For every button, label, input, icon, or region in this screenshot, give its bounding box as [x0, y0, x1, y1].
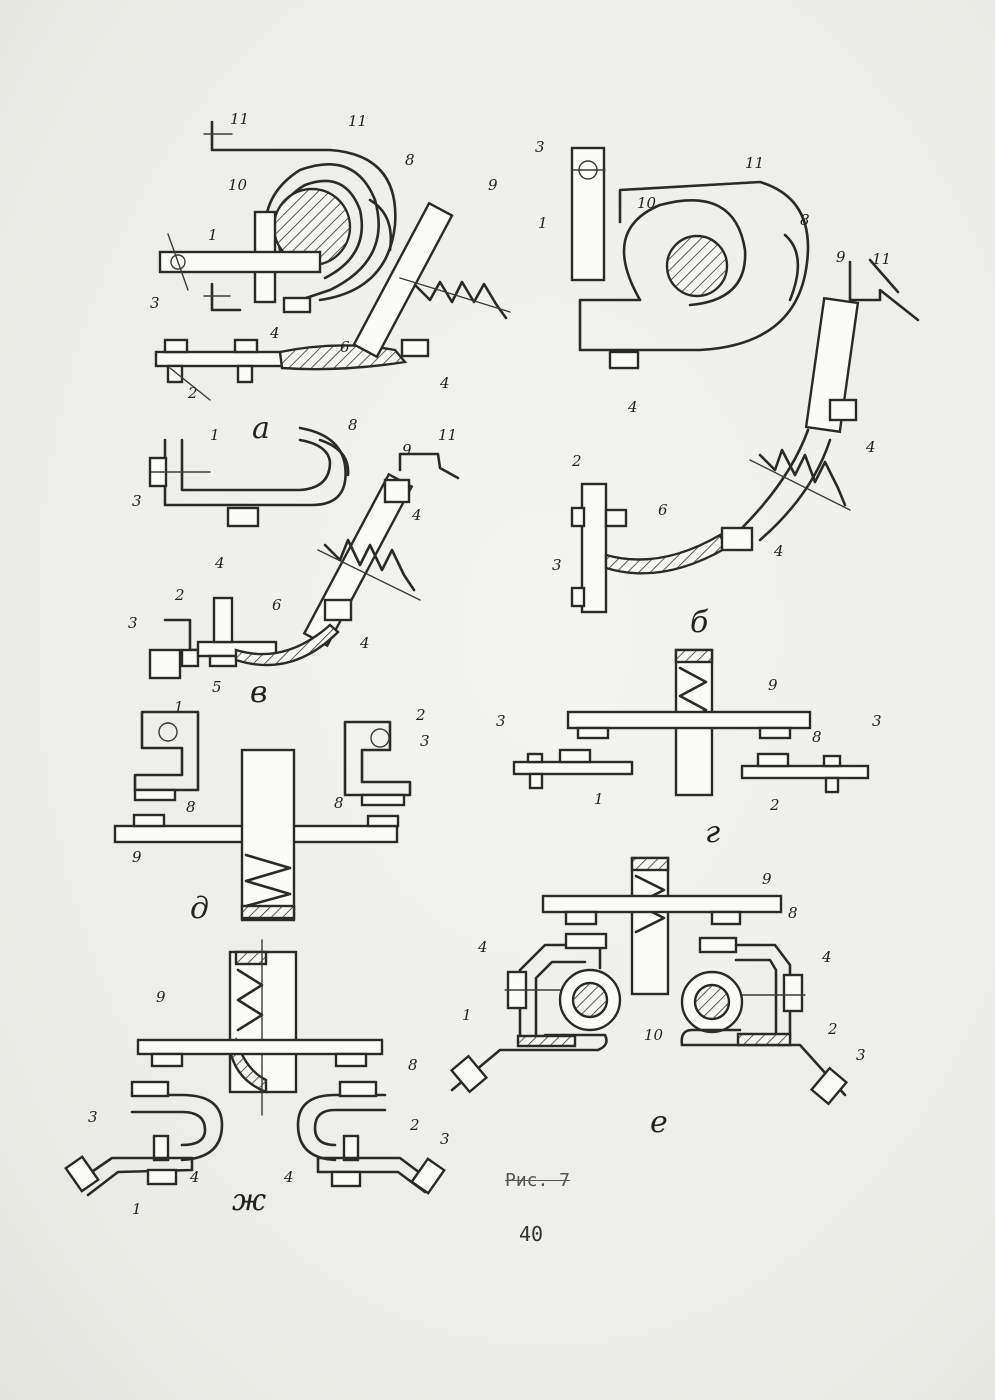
label-10: 10 [228, 176, 248, 194]
label-11b: 11 [348, 112, 367, 130]
panel-letter-d: д [190, 891, 209, 926]
label-3: 3 [150, 294, 160, 312]
label-8: 8 [800, 211, 810, 229]
panel-g [512, 648, 870, 797]
panel-a [154, 120, 511, 401]
label-3: 3 [420, 732, 430, 750]
label-4b: 4 [439, 374, 450, 392]
label-5: 5 [212, 678, 222, 696]
label-3: 3 [856, 1046, 866, 1064]
label-3: 3 [496, 712, 506, 730]
figure-caption: Рис. 7 [505, 1170, 571, 1191]
label-8: 8 [788, 904, 798, 922]
label-11b: 11 [872, 250, 891, 268]
label-2: 2 [827, 1020, 838, 1038]
label-10: 10 [644, 1026, 664, 1044]
panel-d [113, 710, 412, 922]
label-4: 4 [269, 324, 280, 342]
label-3b: 3 [128, 614, 138, 632]
label-3b: 3 [440, 1130, 450, 1148]
label-2: 2 [769, 796, 780, 814]
label-6: 6 [340, 338, 350, 356]
panel-letter-g: г [705, 815, 720, 850]
label-6: 6 [272, 596, 282, 614]
label-1: 1 [210, 426, 220, 444]
panel-letter-a: а [252, 411, 270, 446]
label-11: 11 [438, 426, 457, 444]
label-8: 8 [408, 1056, 418, 1074]
label-4b: 4 [283, 1168, 294, 1186]
label-4c: 4 [359, 634, 370, 652]
label-8: 8 [405, 151, 415, 169]
label-4b: 4 [865, 438, 876, 456]
panel-letter-e: е [650, 1105, 668, 1140]
label-1: 1 [132, 1200, 142, 1218]
page-number: 40 [519, 1222, 544, 1246]
label-3b: 3 [552, 556, 562, 574]
label-1: 1 [208, 226, 218, 244]
label-2: 2 [571, 452, 582, 470]
label-9: 9 [836, 248, 846, 266]
label-4: 4 [411, 506, 422, 524]
label-1: 1 [538, 214, 548, 232]
label-1: 1 [462, 1006, 472, 1024]
label-10: 10 [637, 194, 657, 212]
label-6: 6 [658, 501, 668, 519]
label-8: 8 [186, 798, 196, 816]
label-2: 2 [409, 1116, 420, 1134]
label-9: 9 [762, 870, 772, 888]
panel-letter-zh: ж [232, 1183, 266, 1218]
panel-letter-b: б [690, 605, 709, 640]
label-3: 3 [535, 138, 545, 156]
label-4: 4 [627, 398, 638, 416]
panel-b [570, 146, 920, 614]
label-8b: 8 [334, 794, 344, 812]
label-1: 1 [594, 790, 604, 808]
panel-e [449, 856, 849, 1106]
label-9: 9 [132, 848, 142, 866]
label-9: 9 [768, 676, 778, 694]
label-2: 2 [187, 384, 198, 402]
label-3: 3 [88, 1108, 98, 1126]
label-8: 8 [812, 728, 822, 746]
label-9: 9 [402, 441, 412, 459]
panel-v [148, 426, 460, 680]
label-2: 2 [415, 706, 426, 724]
label-4: 4 [477, 938, 488, 956]
label-4c: 4 [773, 542, 784, 560]
label-4b: 4 [821, 948, 832, 966]
panel-zh [64, 939, 446, 1197]
label-3: 3 [132, 492, 142, 510]
label-2: 2 [174, 586, 185, 604]
panel-letter-v: в [250, 675, 267, 710]
label-3b: 3 [872, 712, 882, 730]
label-8: 8 [348, 416, 358, 434]
label-1: 1 [174, 698, 184, 716]
label-4: 4 [189, 1168, 200, 1186]
label-11: 11 [230, 110, 249, 128]
label-9: 9 [156, 988, 166, 1006]
label-9: 9 [488, 176, 498, 194]
label-4b: 4 [214, 554, 225, 572]
label-11: 11 [745, 154, 764, 172]
